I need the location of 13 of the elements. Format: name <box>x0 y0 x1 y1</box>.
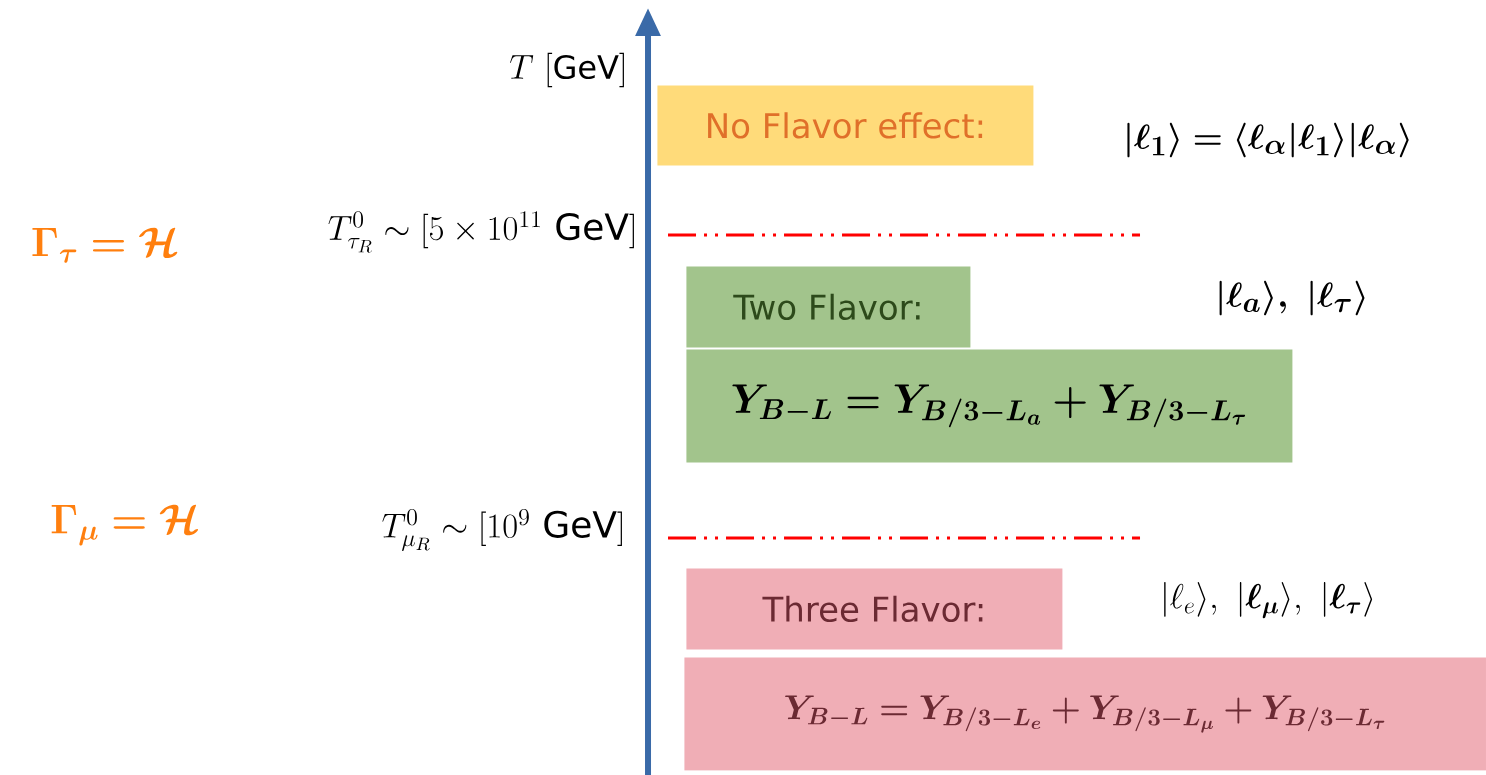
flavor-state: $|\ell_e\rangle,\ |\bm{\ell_\mu}\rangle,\ |\bm{\ell_\tau}\rangle$ <box>1164 582 1373 619</box>
rate-condition: $\bm{\Gamma_\tau = \mathcal{H}}$ <box>32 227 178 263</box>
formula-box: $\bm{Y_{B-L} = Y_{B/3-L_e} + Y_{B/3-L_\mu} + Y_{B/3-L_\tau}}$ <box>684 657 1486 771</box>
node-label: Two Flavor: <box>733 293 920 321</box>
flavor-state: $\bm{|\ell_1\rangle = \langle \ell_\alpha|\ell_1\rangle|\ell_\alpha\rangle}$ <box>1127 122 1409 158</box>
temperature-value: $T^0_{\mu_R} \sim [10^9\ \mathrm{GeV}]$ <box>382 508 622 552</box>
regime-box: Three Flavor: <box>686 568 1063 650</box>
flavor-state: $\bm{|\ell_a\rangle,\ |\ell_\tau\rangle}$ <box>1219 280 1365 316</box>
axis-label: $T\ [\mathrm{GeV}]$ <box>510 52 624 88</box>
temperature-value: $T^0_{\tau_R} \sim [5\times 10^{11}\ \mathrm{GeV}]$ <box>328 211 634 253</box>
rate-condition: $\bm{\Gamma_\mu = \mathcal{H}}$ <box>51 504 199 546</box>
regime-box: No Flavor effect: <box>657 85 1034 166</box>
regime-box: Two Flavor: <box>686 266 971 348</box>
